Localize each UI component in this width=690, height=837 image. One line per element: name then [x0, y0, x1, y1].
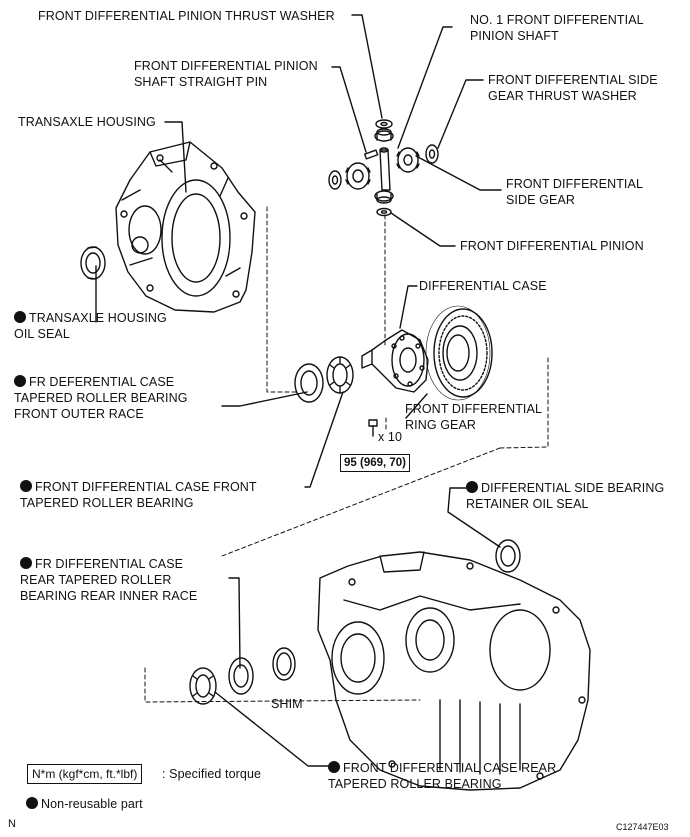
side-gear-left-drawing	[345, 162, 371, 190]
pinion-thrust-washer-drawing	[375, 119, 393, 129]
label-rear-bearing-text: FRONT DIFFERENTIAL CASE REAR TAPERED ROL…	[328, 761, 557, 791]
label-retainer-oil-seal-text: DIFFERENTIAL SIDE BEARING RETAINER OIL S…	[466, 481, 665, 511]
transaxle-case-drawing	[317, 551, 591, 791]
label-front-outer-race: FR DEFERENTIAL CASE TAPERED ROLLER BEARI…	[14, 374, 188, 422]
transaxle-housing-drawing	[115, 141, 256, 313]
legend-torque-text: : Specified torque	[162, 767, 262, 781]
label-retainer-oil-seal: DIFFERENTIAL SIDE BEARING RETAINER OIL S…	[466, 480, 664, 512]
alignment-lines	[144, 206, 549, 703]
label-side-gear: FRONT DIFFERENTIAL SIDE GEAR	[506, 177, 643, 207]
nonreusable-dot-icon	[20, 557, 32, 569]
label-rear-bearing: FRONT DIFFERENTIAL CASE REAR TAPERED ROL…	[328, 760, 556, 792]
pinion-upper-drawing	[374, 128, 394, 142]
pinion-lower-drawing	[374, 190, 394, 217]
straight-pin-drawing	[363, 149, 379, 160]
label-front-bearing: FRONT DIFFERENTIAL CASE FRONT TAPERED RO…	[20, 479, 257, 511]
label-side-gear-thrust-washer: FRONT DIFFERENTIAL SIDE GEAR THRUST WASH…	[488, 73, 658, 103]
side-washer-right-drawing	[425, 144, 439, 164]
side-gear-right-drawing	[396, 147, 420, 173]
corner-letter: N	[8, 818, 17, 830]
label-differential-case: DIFFERENTIAL CASE	[419, 279, 547, 293]
figure-code: C127447E03	[616, 822, 669, 832]
label-housing-oil-seal: TRANSAXLE HOUSING OIL SEAL	[14, 310, 167, 342]
label-front-bearing-text: FRONT DIFFERENTIAL CASE FRONT TAPERED RO…	[20, 480, 257, 510]
nonreusable-dot-icon	[20, 480, 32, 492]
label-front-outer-race-text: FR DEFERENTIAL CASE TAPERED ROLLER BEARI…	[14, 375, 188, 421]
rear-inner-race-drawing	[228, 657, 254, 695]
label-straight-pin: FRONT DIFFERENTIAL PINION SHAFT STRAIGHT…	[134, 59, 318, 89]
shim-drawing	[272, 647, 296, 681]
label-ring-gear: FRONT DIFFERENTIAL RING GEAR	[405, 402, 542, 432]
retainer-oil-seal-drawing	[495, 539, 521, 573]
nonreusable-dot-icon	[328, 761, 340, 773]
torque-value-box: 95 (969, 70)	[340, 454, 411, 472]
nonreusable-dot-icon	[466, 481, 478, 493]
legend-torque-box: N*m (kgf*cm, ft.*lbf)	[27, 764, 143, 784]
label-pinion-thrust-washer: FRONT DIFFERENTIAL PINION THRUST WASHER	[38, 9, 335, 23]
label-bolt-count: x 10	[378, 430, 403, 444]
side-washer-left-drawing	[328, 170, 342, 190]
nonreusable-dot-icon	[14, 311, 26, 323]
legend-nonreusable-text: Non-reusable part	[41, 797, 143, 811]
label-rear-inner-race-text: FR DIFFERENTIAL CASE REAR TAPERED ROLLER…	[20, 557, 198, 603]
label-rear-inner-race: FR DIFFERENTIAL CASE REAR TAPERED ROLLER…	[20, 556, 197, 604]
front-outer-race-drawing	[294, 363, 324, 403]
leader-lines	[95, 14, 502, 767]
label-shim: SHIM	[271, 697, 303, 711]
ring-gear-drawing	[425, 305, 493, 401]
housing-oil-seal-drawing	[80, 246, 106, 280]
rear-bearing-drawing	[189, 667, 217, 705]
label-housing-oil-seal-text: TRANSAXLE HOUSING OIL SEAL	[14, 311, 167, 341]
nonreusable-dot-icon	[26, 797, 38, 809]
bolt-drawing	[368, 419, 378, 437]
label-pinion-shaft: NO. 1 FRONT DIFFERENTIAL PINION SHAFT	[470, 13, 644, 43]
legend-nonreusable: Non-reusable part	[26, 796, 143, 812]
front-bearing-drawing	[326, 356, 354, 394]
nonreusable-dot-icon	[14, 375, 26, 387]
label-transaxle-housing: TRANSAXLE HOUSING	[18, 115, 156, 129]
differential-case-drawing	[361, 329, 429, 393]
label-pinion: FRONT DIFFERENTIAL PINION	[460, 239, 644, 253]
pinion-shaft-drawing	[379, 147, 391, 191]
